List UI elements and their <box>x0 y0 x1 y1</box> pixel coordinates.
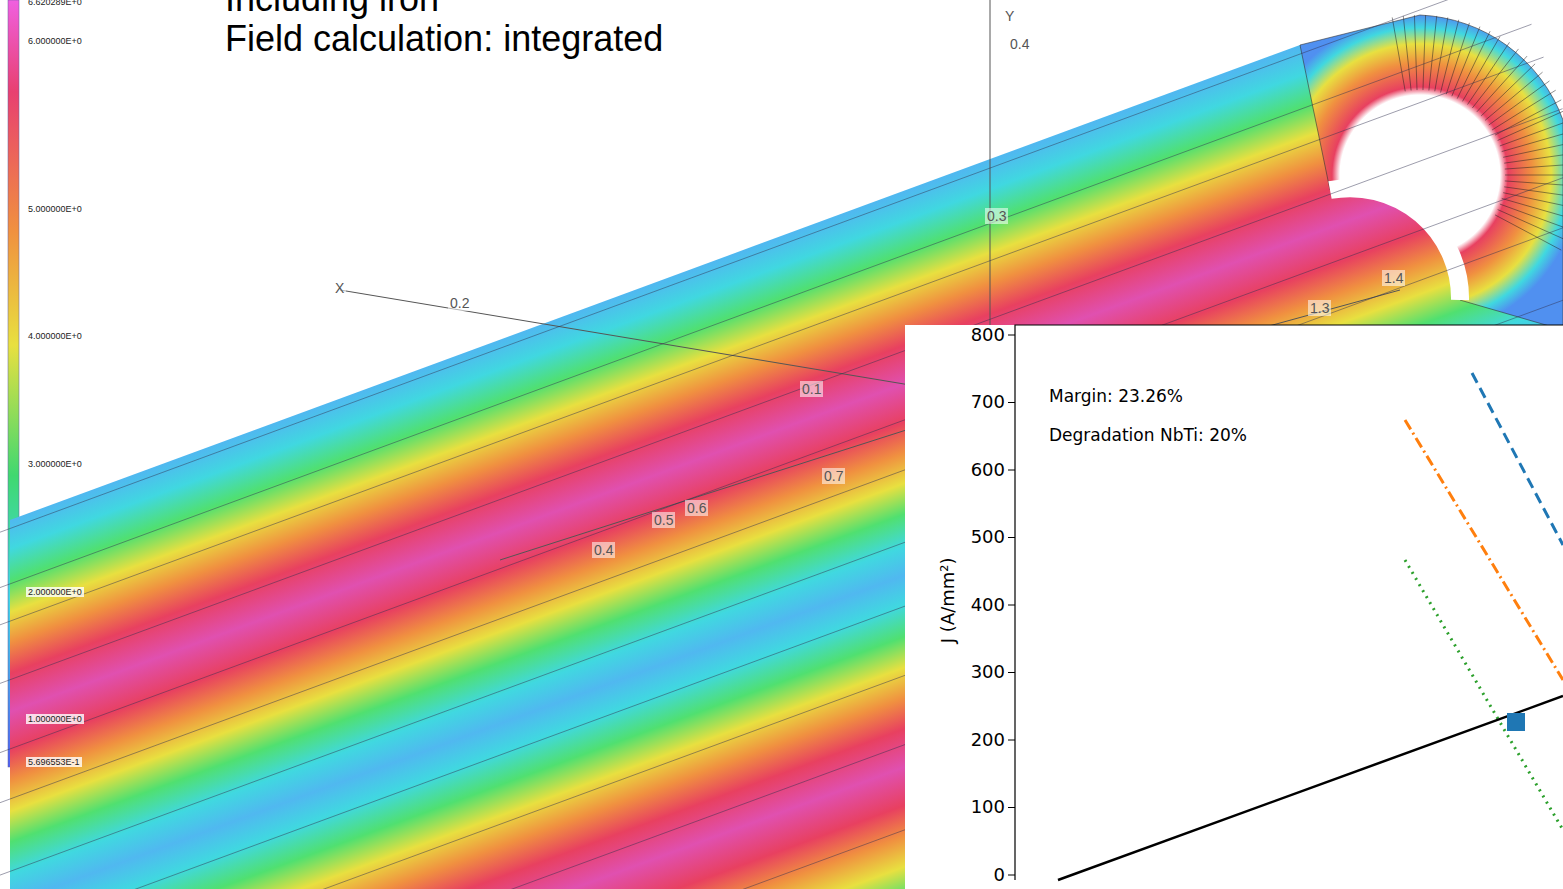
mesh-line <box>1500 204 1563 230</box>
mesh-line <box>1489 81 1550 125</box>
axis-value: 1.4 <box>1382 270 1405 286</box>
axis-tick <box>1008 740 1015 741</box>
axis-title: J (A/mm²) <box>938 557 959 643</box>
coil-edge <box>0 278 1563 889</box>
colorbar-value: 1.000000E+0 <box>26 714 84 724</box>
colorbar-value: 5.000000E+0 <box>26 204 84 214</box>
axis-value: 0.3 <box>985 208 1008 224</box>
axis-name: X <box>333 280 346 296</box>
colorbar-value: 6.620289E+0 <box>26 0 84 7</box>
colorbar-value: 2.000000E+0 <box>26 587 84 597</box>
tick-label: 200 <box>971 730 1005 751</box>
mesh-line <box>1423 15 1426 90</box>
tick-label: 0 <box>994 865 1005 886</box>
axis-value: 0.7 <box>822 468 845 484</box>
axis-tick <box>1008 335 1015 336</box>
mesh-line <box>1485 72 1542 120</box>
header-text: Including iron <box>225 0 439 19</box>
mesh-line <box>1503 193 1563 209</box>
axis-tick <box>1008 470 1015 471</box>
mesh-line <box>1468 42 1510 104</box>
axis-name: Y <box>1003 8 1016 24</box>
tick-label: 400 <box>971 595 1005 616</box>
axis-value: 0.2 <box>448 295 471 311</box>
axis-tick <box>1008 672 1015 673</box>
axis-tick <box>1008 807 1015 808</box>
tick-label: 500 <box>971 527 1005 548</box>
colorbar-value: 3.000000E+0 <box>26 459 84 469</box>
tick-label: 600 <box>971 460 1005 481</box>
mesh-line <box>1441 20 1459 93</box>
axis-tick <box>1008 402 1015 403</box>
mesh-line <box>1505 175 1563 176</box>
tick-label: 300 <box>971 662 1005 683</box>
header-text: Field calculation: integrated <box>225 18 663 59</box>
colorbar-value: 4.000000E+0 <box>26 331 84 341</box>
mesh-line <box>1392 17 1405 91</box>
mesh-line <box>1498 110 1563 141</box>
tick-label: 700 <box>971 392 1005 413</box>
plot-note: Degradation NbTi: 20% <box>1049 426 1247 446</box>
mesh-line <box>1472 49 1518 108</box>
mesh-line <box>1503 142 1563 158</box>
mesh-line <box>1492 90 1556 130</box>
mesh-line <box>1446 23 1469 94</box>
axis-tick <box>1008 605 1015 606</box>
mesh-line <box>1502 131 1563 152</box>
colorbar-value: 6.000000E+0 <box>26 36 84 46</box>
tick-label: 100 <box>971 797 1005 818</box>
axis-value: 0.6 <box>685 500 708 516</box>
mesh-line <box>1504 153 1563 163</box>
tick-label: 800 <box>971 325 1005 346</box>
mesh-line <box>1505 164 1563 169</box>
mesh-line <box>1505 181 1563 186</box>
mesh-line <box>1429 16 1437 91</box>
mesh-line <box>1414 15 1417 90</box>
axis-value: 0.1 <box>800 381 823 397</box>
plot-note: Margin: 23.26% <box>1049 387 1183 407</box>
axis-value: 0.4 <box>1008 36 1031 52</box>
colorbar-value: 5.696553E-1 <box>26 757 82 767</box>
axis-tick <box>1008 875 1015 876</box>
axis-value: 0.4 <box>592 542 615 558</box>
axis-tick <box>1008 537 1015 538</box>
axis-value: 0.5 <box>652 512 675 528</box>
mesh-line <box>1403 16 1411 91</box>
mesh-line <box>1463 36 1501 101</box>
mesh-line <box>1498 210 1563 241</box>
axis-value: 1.3 <box>1308 300 1331 316</box>
mesh-line <box>1435 17 1448 91</box>
mesh-line <box>1477 56 1527 112</box>
mesh-line <box>1500 120 1563 146</box>
